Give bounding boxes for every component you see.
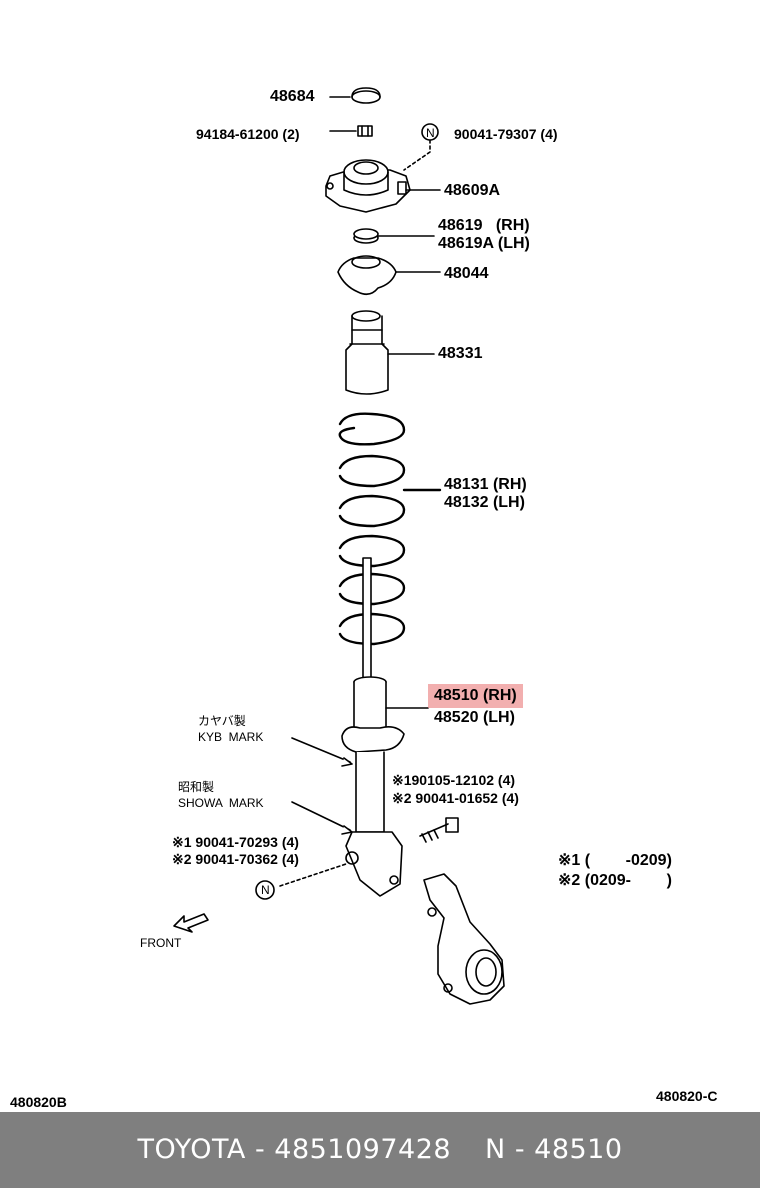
- label-48131: 48131 (RH): [444, 476, 527, 493]
- shock-absorber-48510: [341, 676, 429, 897]
- label-48044: 48044: [444, 265, 489, 282]
- parts-diagram: 48684 94184-61200 (2) N 90041-79307 (4) …: [10, 87, 718, 1110]
- footer-brand-partnumber: TOYOTA - 4851097428: [137, 1134, 452, 1165]
- coil-spring-48131: [338, 412, 442, 646]
- label-front: FRONT: [140, 936, 182, 950]
- footer-catalog-number: N - 48510: [485, 1134, 623, 1165]
- label-48132: 48132 (LH): [444, 494, 525, 511]
- front-arrow: [173, 913, 209, 933]
- strut-assembly-drawing: [173, 87, 505, 1005]
- footer-bar: TOYOTA - 4851097428 N - 48510: [0, 1112, 760, 1188]
- n-marker-bottom: [255, 880, 275, 900]
- n-marker-top: [421, 123, 439, 141]
- label-showa-mark: SHOWA MARK: [178, 796, 264, 810]
- leader-nut: [279, 863, 347, 887]
- bolt-90105: [419, 817, 459, 843]
- label-48510-highlighted: 48510 (RH): [428, 684, 523, 708]
- note-1: ※1 ( -0209): [558, 852, 672, 869]
- label-48520: 48520 (LH): [434, 709, 515, 726]
- spring-seat-48044: [337, 255, 441, 296]
- label-48619: 48619 (RH): [438, 217, 530, 234]
- label-94184: 94184-61200 (2): [196, 126, 300, 142]
- label-48619a: 48619A (LH): [438, 235, 530, 252]
- label-bolt-1: ※190105-12102 (4): [392, 772, 516, 788]
- label-90041-79307: 90041-79307 (4): [454, 126, 558, 142]
- label-kyb-jp: カヤバ製: [198, 714, 246, 728]
- n-marker-bottom-letter: N: [261, 883, 270, 897]
- label-48331: 48331: [438, 345, 483, 362]
- n-marker-top-letter: N: [426, 126, 435, 140]
- leader-90041-79307: [403, 139, 431, 171]
- footer-caption: TOYOTA - 4851097428 N - 48510: [0, 1134, 760, 1165]
- nut-94184: [329, 125, 373, 137]
- mark-leaders: [291, 737, 353, 835]
- piston-rod: [362, 557, 372, 679]
- label-nut-2: ※2 90041-70362 (4): [172, 851, 299, 867]
- upper-support-48609a: [325, 159, 441, 213]
- label-bolt-2: ※2 90041-01652 (4): [392, 790, 519, 806]
- dust-cap-48684: [329, 87, 381, 104]
- label-nut-1: ※1 90041-70293 (4): [172, 834, 299, 850]
- n-markers: [255, 123, 439, 900]
- note-2: ※2 (0209- ): [558, 872, 672, 889]
- steering-knuckle: [423, 873, 505, 1005]
- label-showa-jp: 昭和製: [178, 780, 215, 794]
- bearing-48619: [353, 228, 435, 244]
- label-kyb-mark: KYB MARK: [198, 730, 264, 744]
- label-48684: 48684: [270, 88, 315, 105]
- label-48609a: 48609A: [444, 182, 501, 199]
- bump-stopper-48331: [345, 310, 435, 395]
- diagram-code-right: 480820-C: [656, 1088, 718, 1104]
- diagram-code-left: 480820B: [10, 1094, 67, 1110]
